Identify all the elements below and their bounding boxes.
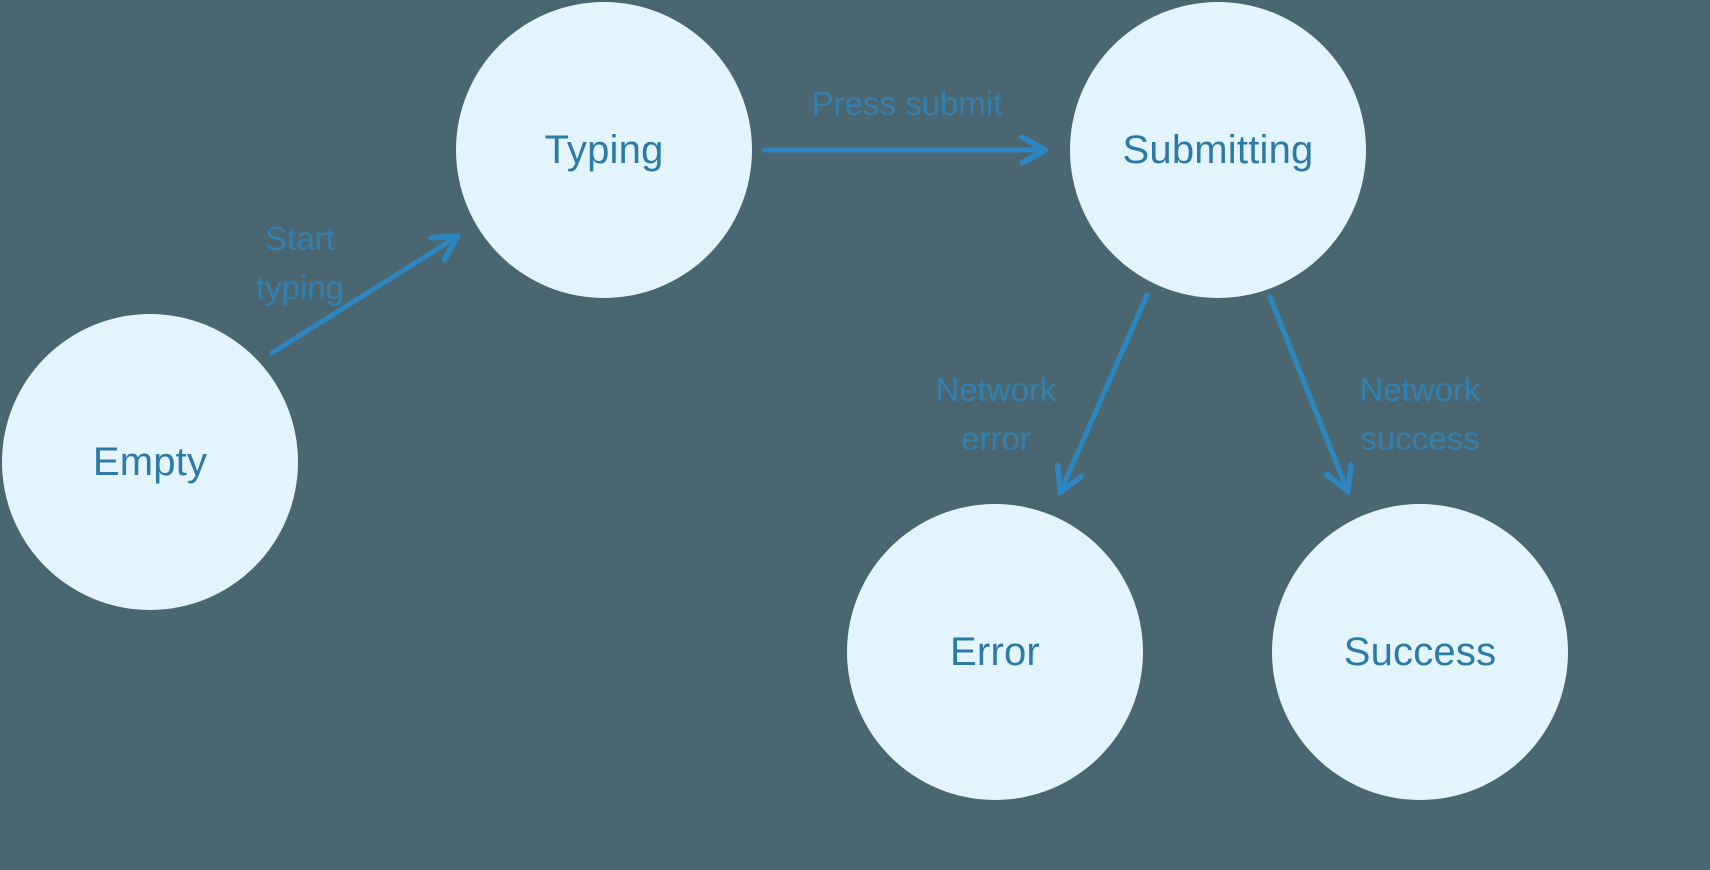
state-node-label: Submitting — [1122, 128, 1314, 172]
state-node-submitting[interactable]: Submitting — [1070, 2, 1366, 298]
edge-label-start-typing: Start typing — [255, 220, 345, 306]
state-node-typing[interactable]: Typing — [456, 2, 752, 298]
state-node-success[interactable]: Success — [1272, 504, 1568, 800]
state-node-label: Success — [1343, 630, 1497, 674]
edge-label-network-error: Network error — [935, 371, 1057, 457]
edge-network-success — [1267, 294, 1348, 495]
edge-label-press-submit: Press submit — [811, 85, 1003, 122]
edge-start-typing — [269, 233, 461, 356]
edge-label-network-success: Network success — [1359, 371, 1481, 457]
state-node-error[interactable]: Error — [847, 504, 1143, 800]
state-node-empty[interactable]: Empty — [2, 314, 298, 610]
state-node-label: Error — [950, 630, 1040, 674]
state-node-label: Typing — [544, 128, 664, 172]
state-node-label: Empty — [92, 440, 208, 484]
edge-network-error — [1060, 292, 1150, 496]
